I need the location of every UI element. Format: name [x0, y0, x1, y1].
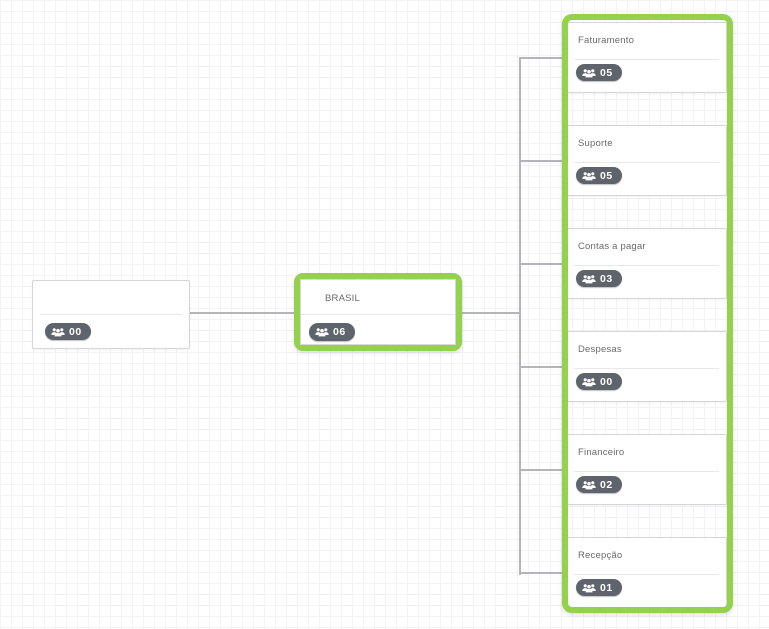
- node-title: Despesas: [578, 344, 622, 355]
- member-count-badge: 00: [45, 323, 91, 340]
- children-selection-frame: [562, 14, 733, 613]
- connector-trunk: [519, 57, 521, 575]
- node-divider: [574, 265, 719, 266]
- org-node[interactable]: Contas a pagar 03: [566, 228, 727, 299]
- users-icon: [582, 274, 596, 284]
- org-node[interactable]: Financeiro 02: [566, 434, 727, 505]
- member-count-badge: 06: [309, 323, 355, 341]
- node-title: Recepção: [578, 550, 623, 561]
- member-count-badge: 05: [576, 167, 622, 184]
- connector-branch: [521, 366, 566, 368]
- connector-parent-to-trunk: [462, 312, 521, 314]
- node-divider: [574, 471, 719, 472]
- users-icon: [315, 327, 329, 337]
- connector-branch: [521, 263, 566, 265]
- org-node-root[interactable]: 00: [32, 280, 190, 349]
- node-title: Faturamento: [578, 35, 635, 46]
- users-icon: [582, 68, 596, 78]
- node-divider: [574, 162, 719, 163]
- node-divider: [574, 368, 719, 369]
- node-divider: [301, 314, 455, 315]
- org-node[interactable]: Recepção 01: [566, 537, 727, 608]
- node-divider: [40, 314, 182, 315]
- member-count-badge: 03: [576, 270, 622, 287]
- member-count: 06: [333, 326, 346, 338]
- org-node-brasil-card: BRASIL 06: [300, 279, 456, 345]
- org-node[interactable]: Despesas 00: [566, 331, 727, 402]
- users-icon: [582, 377, 596, 387]
- connector-branch: [521, 469, 566, 471]
- member-count: 02: [600, 478, 613, 491]
- member-count: 03: [600, 272, 613, 285]
- member-count: 05: [600, 169, 613, 182]
- member-count-badge: 01: [576, 579, 622, 596]
- node-title: Financeiro: [578, 447, 625, 458]
- connector-branch: [521, 572, 566, 574]
- member-count-badge: 00: [576, 373, 622, 390]
- node-divider: [574, 574, 719, 575]
- member-count: 01: [600, 581, 613, 594]
- users-icon: [582, 171, 596, 181]
- member-count: 00: [600, 375, 613, 388]
- node-title: Suporte: [578, 138, 613, 149]
- org-node[interactable]: Suporte 05: [566, 125, 727, 196]
- connector-branch: [521, 160, 566, 162]
- node-divider: [574, 59, 719, 60]
- member-count: 00: [69, 325, 82, 338]
- users-icon: [582, 480, 596, 490]
- connector-branch: [521, 57, 566, 59]
- node-title: Contas a pagar: [578, 241, 646, 252]
- users-icon: [51, 327, 65, 337]
- node-title: BRASIL: [325, 293, 360, 304]
- org-node-brasil[interactable]: BRASIL 06: [294, 273, 462, 351]
- org-node[interactable]: Faturamento 05: [566, 22, 727, 93]
- users-icon: [582, 583, 596, 593]
- member-count: 05: [600, 66, 613, 79]
- member-count-badge: 02: [576, 476, 622, 493]
- member-count-badge: 05: [576, 64, 622, 81]
- connector-root-to-parent: [190, 312, 294, 314]
